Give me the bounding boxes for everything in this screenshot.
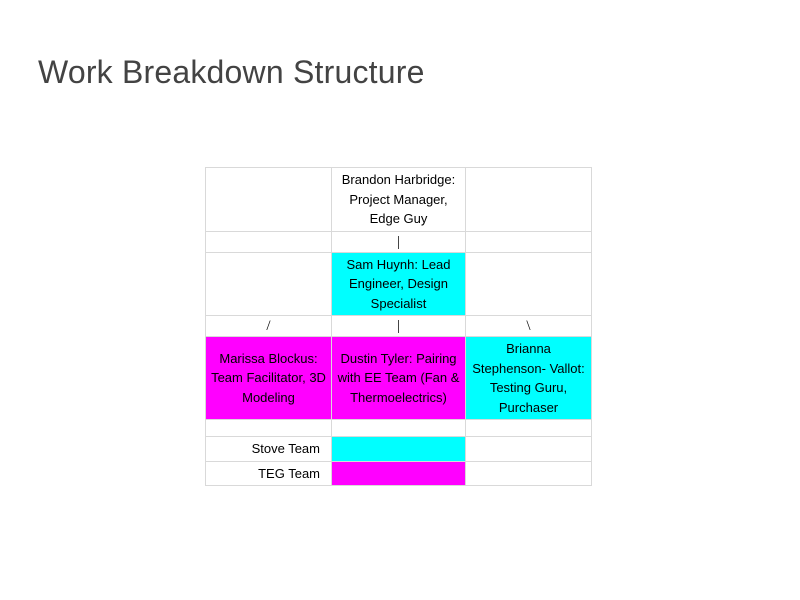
node-sam-huynh-label: Sam Huynh: Lead Engineer, Design Special… bbox=[346, 256, 451, 311]
page-title: Work Breakdown Structure bbox=[38, 54, 425, 90]
table-row-connector-branch: / | \ bbox=[205, 315, 592, 337]
legend-label-stove-team: Stove Team bbox=[205, 436, 332, 462]
cell-text-r1c1 bbox=[206, 197, 331, 201]
table-row-lead-engineer: Sam Huynh: Lead Engineer, Design Special… bbox=[205, 251, 592, 316]
cell-text-r3c3 bbox=[466, 282, 591, 286]
node-dustin-tyler[interactable]: Dustin Tyler: Pairing with EE Team (Fan … bbox=[331, 336, 466, 420]
cell-empty-r2c1 bbox=[205, 230, 332, 253]
cell-empty-r6c1 bbox=[205, 419, 332, 437]
cell-text-r2c3 bbox=[466, 240, 591, 244]
cell-text-r6c3 bbox=[466, 426, 591, 430]
legend-row-teg-team: TEG Team bbox=[205, 460, 592, 486]
table-row-connector-top: | bbox=[205, 230, 592, 253]
slash-left-icon: / bbox=[266, 318, 271, 334]
cell-text-r1c3 bbox=[466, 197, 591, 201]
cell-text-r3c1 bbox=[206, 282, 331, 286]
node-sam-huynh[interactable]: Sam Huynh: Lead Engineer, Design Special… bbox=[331, 251, 466, 316]
node-brianna-stephenson-vallot-label: Brianna Stephenson- Vallot: Testing Guru… bbox=[472, 341, 585, 415]
legend-label-teg-team: TEG Team bbox=[205, 460, 332, 486]
legend-label-teg-team-text: TEG Team bbox=[258, 465, 320, 481]
connector-branch-left: / bbox=[205, 315, 332, 337]
node-marissa-blockus-label: Marissa Blockus: Team Facilitator, 3D Mo… bbox=[211, 350, 326, 405]
node-brandon-harbridge-label: Brandon Harbridge: Project Manager, Edge… bbox=[341, 172, 456, 226]
legend-swatch-stove-team-text bbox=[332, 447, 465, 451]
connector-vertical-top: | bbox=[331, 230, 466, 253]
cell-text-r6c1 bbox=[206, 426, 331, 430]
table-row-spacer bbox=[205, 419, 592, 437]
cell-text-r6c2 bbox=[332, 426, 465, 430]
cell-empty-r1c1 bbox=[205, 167, 332, 232]
backslash-right-icon: \ bbox=[526, 318, 531, 334]
node-brandon-harbridge[interactable]: Brandon Harbridge: Project Manager, Edge… bbox=[331, 167, 466, 232]
cell-text-r2c1 bbox=[206, 240, 331, 244]
cell-empty-r6c2 bbox=[331, 419, 466, 437]
node-brianna-stephenson-vallot[interactable]: Brianna Stephenson- Vallot: Testing Guru… bbox=[465, 336, 592, 420]
cell-empty-r6c3 bbox=[465, 419, 592, 437]
vertical-bar-icon: | bbox=[396, 318, 400, 334]
cell-empty-r7c3 bbox=[465, 436, 592, 462]
cell-empty-r1c3 bbox=[465, 167, 592, 232]
cell-text-r8c3 bbox=[466, 471, 591, 475]
cell-empty-r2c3 bbox=[465, 230, 592, 253]
legend-row-stove-team: Stove Team bbox=[205, 436, 592, 462]
connector-branch-right: \ bbox=[465, 315, 592, 337]
cell-empty-r3c3 bbox=[465, 251, 592, 316]
vertical-bar-icon: | bbox=[396, 233, 400, 250]
legend-swatch-teg-team bbox=[331, 460, 466, 486]
legend-swatch-teg-team-text bbox=[332, 471, 465, 475]
legend-label-stove-team-text: Stove Team bbox=[251, 441, 320, 456]
cell-text-r7c3 bbox=[466, 447, 591, 451]
table-row-team-members: Marissa Blockus: Team Facilitator, 3D Mo… bbox=[205, 336, 592, 420]
cell-empty-r3c1 bbox=[205, 251, 332, 316]
table-row-project-manager: Brandon Harbridge: Project Manager, Edge… bbox=[205, 167, 592, 232]
connector-branch-center: | bbox=[331, 315, 466, 337]
node-marissa-blockus[interactable]: Marissa Blockus: Team Facilitator, 3D Mo… bbox=[205, 336, 332, 420]
work-breakdown-structure-table: Brandon Harbridge: Project Manager, Edge… bbox=[205, 167, 592, 486]
legend-swatch-stove-team bbox=[331, 436, 466, 462]
node-dustin-tyler-label: Dustin Tyler: Pairing with EE Team (Fan … bbox=[337, 350, 460, 405]
cell-empty-r8c3 bbox=[465, 460, 592, 486]
